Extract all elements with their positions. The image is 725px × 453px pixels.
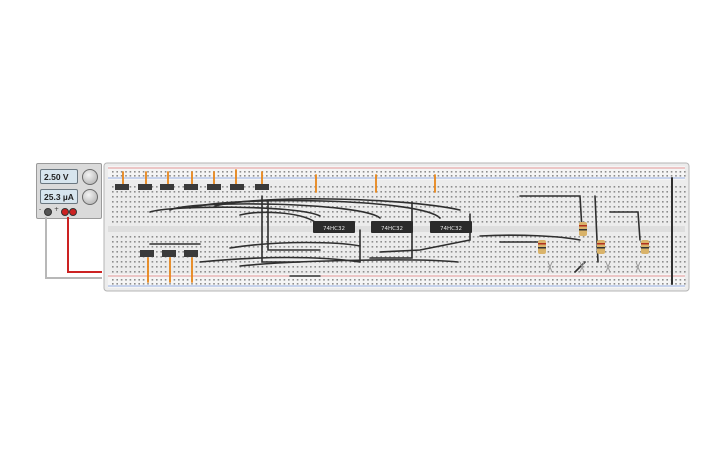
chip-2: 74HC32: [371, 221, 413, 233]
bottom-power-rail: [108, 274, 685, 288]
chip-3-label: 74HC32: [440, 226, 462, 232]
leds: [547, 261, 641, 273]
positive-terminal-2[interactable]: [69, 208, 77, 216]
voltage-readout: 2.50 V: [40, 169, 78, 184]
top-power-rail: [108, 166, 685, 180]
positive-sign: +: [54, 206, 60, 213]
chip-1-label: 74HC32: [323, 226, 345, 232]
chip-2-label: 74HC32: [381, 226, 403, 232]
chip-3: 74HC32: [430, 221, 472, 233]
power-supply: 2.50 V 25.3 µA - +: [36, 163, 102, 219]
voltage-knob[interactable]: [82, 169, 98, 185]
power-wire: [67, 217, 102, 273]
negative-terminal[interactable]: [44, 208, 52, 216]
current-readout: 25.3 µA: [40, 189, 78, 204]
top-switches: [115, 184, 269, 190]
ground-wire: [45, 217, 102, 279]
resistors: [538, 222, 649, 254]
wires: [149, 177, 673, 285]
negative-sign: -: [39, 206, 42, 213]
current-knob[interactable]: [82, 189, 98, 205]
positive-terminal[interactable]: [61, 208, 69, 216]
bottom-switches: [140, 250, 198, 257]
chip-1: 74HC32: [313, 221, 355, 233]
orange-leads: [122, 169, 436, 283]
